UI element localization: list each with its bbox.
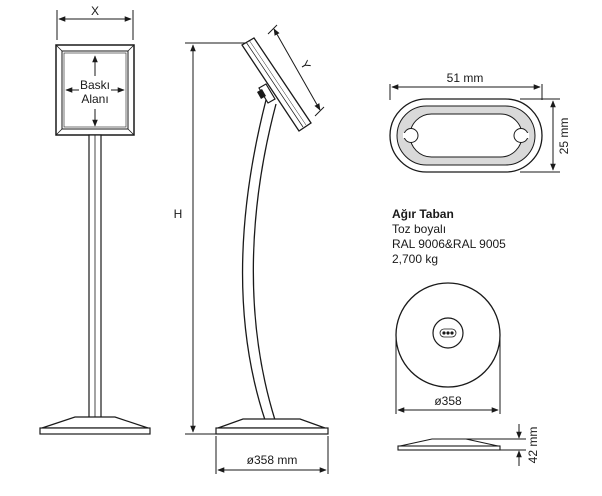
profile-section: 51 mm 25 mm <box>389 71 571 173</box>
frame-label: Y <box>297 58 313 72</box>
base-diameter-dimension: ø358 mm <box>215 436 329 474</box>
width-dimension: X <box>56 4 134 40</box>
front-base <box>39 416 151 435</box>
print-area-label-line2: Alanı <box>81 92 108 106</box>
print-area-arrows <box>65 55 125 127</box>
base-info-line3: 2,700 kg <box>392 252 438 266</box>
base-diameter-label: ø358 mm <box>247 453 298 467</box>
print-area-label-line1: Baskı <box>80 78 110 92</box>
base-height-label: 42 mm <box>526 427 540 464</box>
base-top-diameter-label: ø358 <box>434 394 462 408</box>
base-info-line1: Toz boyalı <box>392 222 446 236</box>
height-label: H <box>174 207 183 221</box>
base-height-dimension: 42 mm <box>466 424 540 466</box>
tilted-frame <box>241 37 312 132</box>
base-top-diameter-dimension: ø358 <box>395 338 501 414</box>
base-side-view: 42 mm <box>397 424 540 466</box>
base-info: Ağır Taban Toz boyalı RAL 9006&RAL 9005 … <box>392 207 506 266</box>
profile-width-label: 51 mm <box>447 71 484 85</box>
height-dimension: H <box>174 42 245 435</box>
front-view: X Baskı Alanı <box>39 4 151 435</box>
base-top-view: ø358 <box>395 282 501 414</box>
base-info-title: Ağır Taban <box>392 207 454 221</box>
curved-pole <box>241 99 277 421</box>
profile-height-dimension: 25 mm <box>520 98 571 173</box>
base-info-line2: RAL 9006&RAL 9005 <box>392 237 506 251</box>
side-view: H Y <box>174 24 329 474</box>
profile-height-label: 25 mm <box>557 118 571 155</box>
profile-shape <box>389 98 543 173</box>
mount-bracket <box>257 83 276 104</box>
profile-width-dimension: 51 mm <box>389 71 543 100</box>
front-pole <box>88 134 102 426</box>
side-base <box>215 418 329 435</box>
width-label: X <box>91 4 99 18</box>
